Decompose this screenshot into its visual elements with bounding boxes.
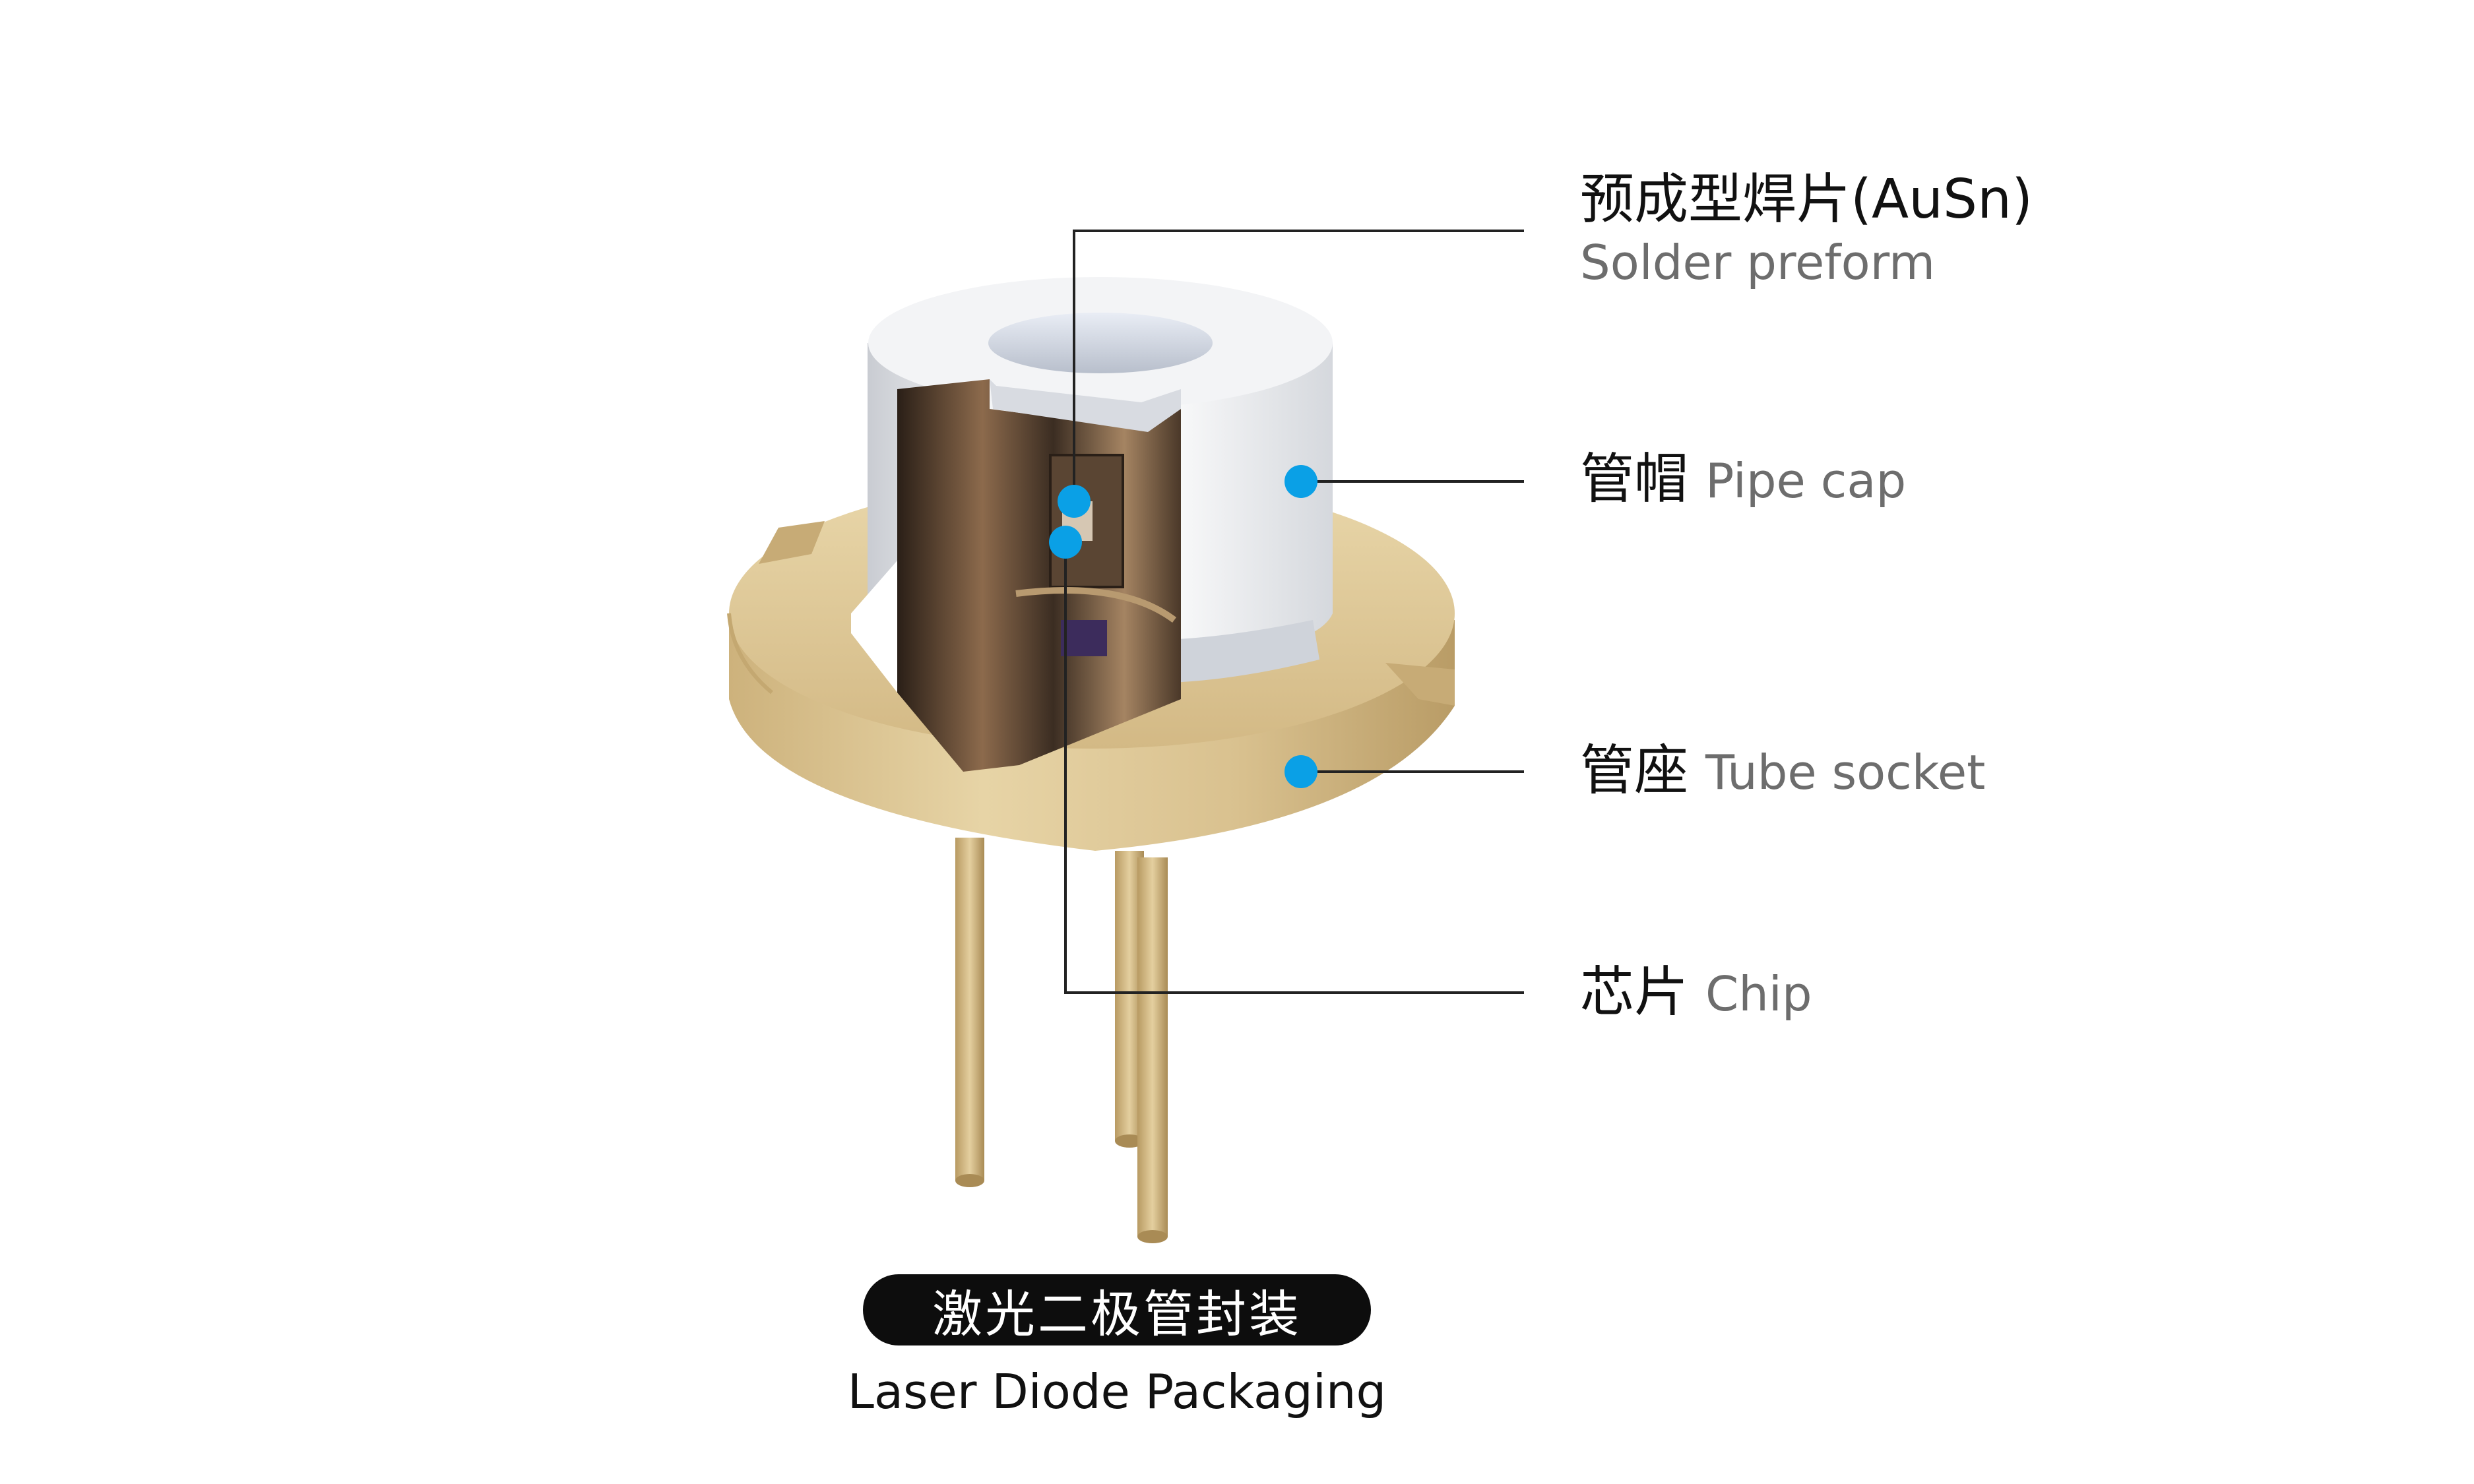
caption-cn: 激光二极管封装 — [932, 1285, 1302, 1344]
callout-solder-preform-en: Solder preform — [1580, 235, 1936, 290]
dot-pipe-cap — [1285, 465, 1317, 498]
pins — [955, 838, 1168, 1243]
dot-solder-preform — [1058, 485, 1091, 518]
dot-tube-socket — [1285, 755, 1317, 788]
leader-lines — [1064, 230, 1524, 994]
callout-pipe-cap-en: Pipe cap — [1705, 453, 1907, 509]
caption-badge: 激光二极管封装 — [863, 1274, 1371, 1345]
dot-chip — [1049, 526, 1082, 559]
callout-chip-cn: 芯片 — [1580, 961, 1689, 1024]
callout-tube-socket-cn: 管座 — [1580, 739, 1689, 802]
cutaway-interior — [851, 379, 1181, 772]
callout-chip-en: Chip — [1705, 966, 1812, 1022]
leader-line-chip — [1064, 541, 1524, 994]
callout-pipe-cap-cn: 管帽 — [1580, 448, 1689, 510]
leader-line-solder-preform — [1073, 230, 1524, 501]
callout-dots — [1049, 465, 1317, 788]
caption-en: Laser Diode Packaging — [847, 1364, 1387, 1419]
callout-solder-preform-cn: 预成型焊片(AuSn) — [1580, 168, 2033, 231]
callout-tube-socket-en: Tube socket — [1705, 745, 1986, 800]
